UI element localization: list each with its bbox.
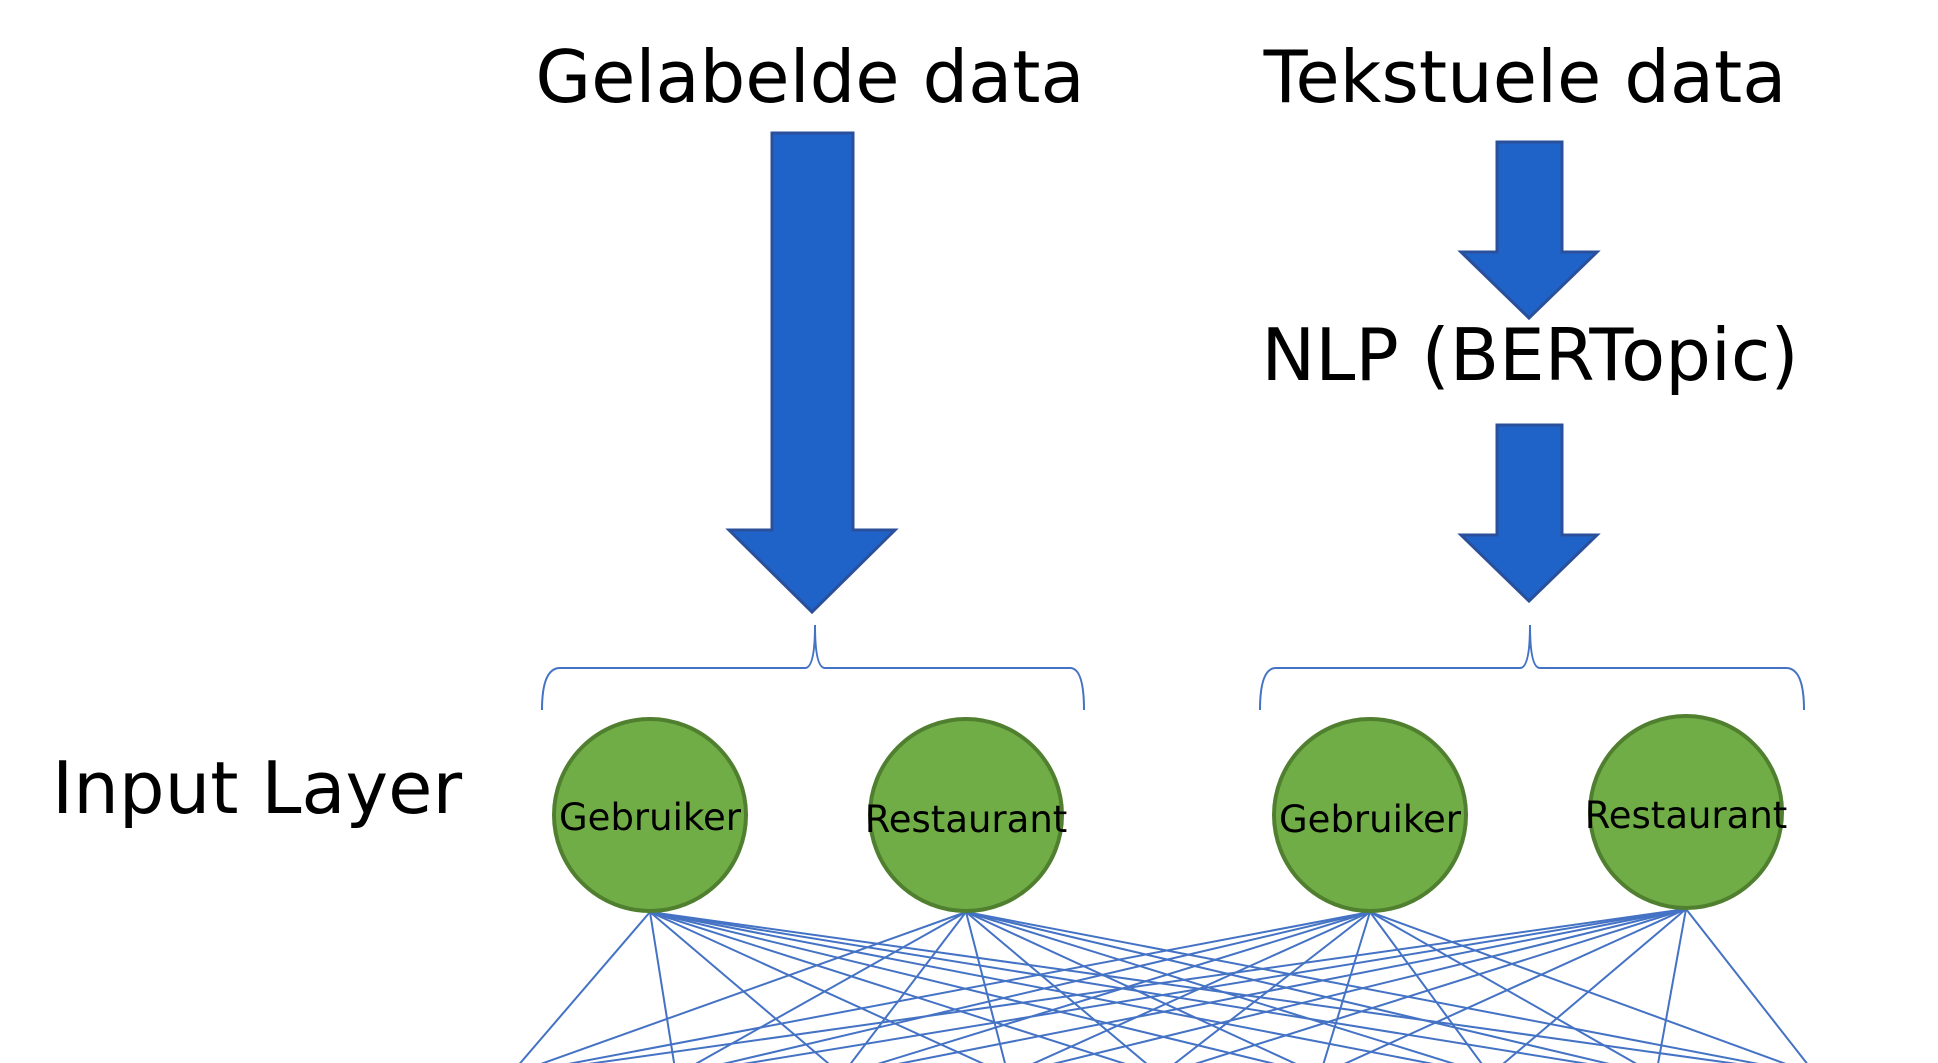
- nlp-label: NLP (BERTopic): [1261, 313, 1798, 397]
- network-edge: [1369, 911, 1483, 1063]
- network-edge: [1032, 911, 1371, 1063]
- input-node-restaurant-text: Restaurant: [1585, 714, 1788, 910]
- network-edge: [1369, 911, 1637, 1063]
- nlp-to-input-arrow: [1457, 423, 1601, 604]
- labeled-data-title: Gelabelde data: [535, 35, 1084, 119]
- input-node-restaurant-labeled: Restaurant: [865, 717, 1068, 913]
- network-edge: [695, 911, 967, 1063]
- network-edge: [965, 911, 1610, 1063]
- network-edge: [649, 911, 830, 1063]
- node-label: Gebruiker: [559, 796, 742, 839]
- network-edge: [1369, 911, 1787, 1063]
- network-edge: [965, 911, 1148, 1063]
- network-edge: [1194, 908, 1687, 1063]
- network-edge: [1173, 911, 1371, 1063]
- node-label: Restaurant: [865, 798, 1068, 841]
- network-edge: [567, 911, 1371, 1063]
- network-edges: [518, 908, 1808, 1063]
- network-edge: [649, 911, 1738, 1063]
- network-edge: [649, 911, 985, 1063]
- network-edge: [649, 911, 1275, 1063]
- network-edge: [965, 911, 1455, 1063]
- network-edge: [540, 911, 967, 1063]
- left-brace: [541, 624, 1085, 711]
- network-edge: [587, 908, 1687, 1063]
- node-label: Restaurant: [1585, 794, 1788, 837]
- network-edge: [1657, 908, 1687, 1063]
- network-edge: [849, 911, 967, 1063]
- input-node-user-text: Gebruiker: [1272, 717, 1468, 913]
- node-label: Gebruiker: [1279, 798, 1462, 841]
- network-edge: [649, 911, 1589, 1063]
- labeled-data-arrow: [725, 131, 899, 615]
- network-edge: [742, 908, 1687, 1063]
- network-edge: [518, 911, 651, 1063]
- input-layer-label: Input Layer: [52, 746, 462, 830]
- network-edge: [649, 911, 676, 1063]
- network-edge: [1685, 908, 1808, 1063]
- text-data-title: Tekstuele data: [1263, 35, 1787, 119]
- network-edge: [649, 911, 1434, 1063]
- text-to-nlp-arrow: [1457, 140, 1601, 321]
- network-edge: [1502, 908, 1687, 1063]
- right-brace: [1259, 624, 1805, 711]
- network-edge: [1052, 908, 1687, 1063]
- network-edge: [965, 911, 1759, 1063]
- network-edge: [897, 908, 1687, 1063]
- network-edge: [877, 911, 1371, 1063]
- input-node-user-labeled: Gebruiker: [552, 717, 748, 913]
- network-edge: [1344, 908, 1687, 1063]
- network-edge: [722, 911, 1371, 1063]
- network-edge: [965, 911, 1297, 1063]
- network-edge: [965, 911, 1006, 1063]
